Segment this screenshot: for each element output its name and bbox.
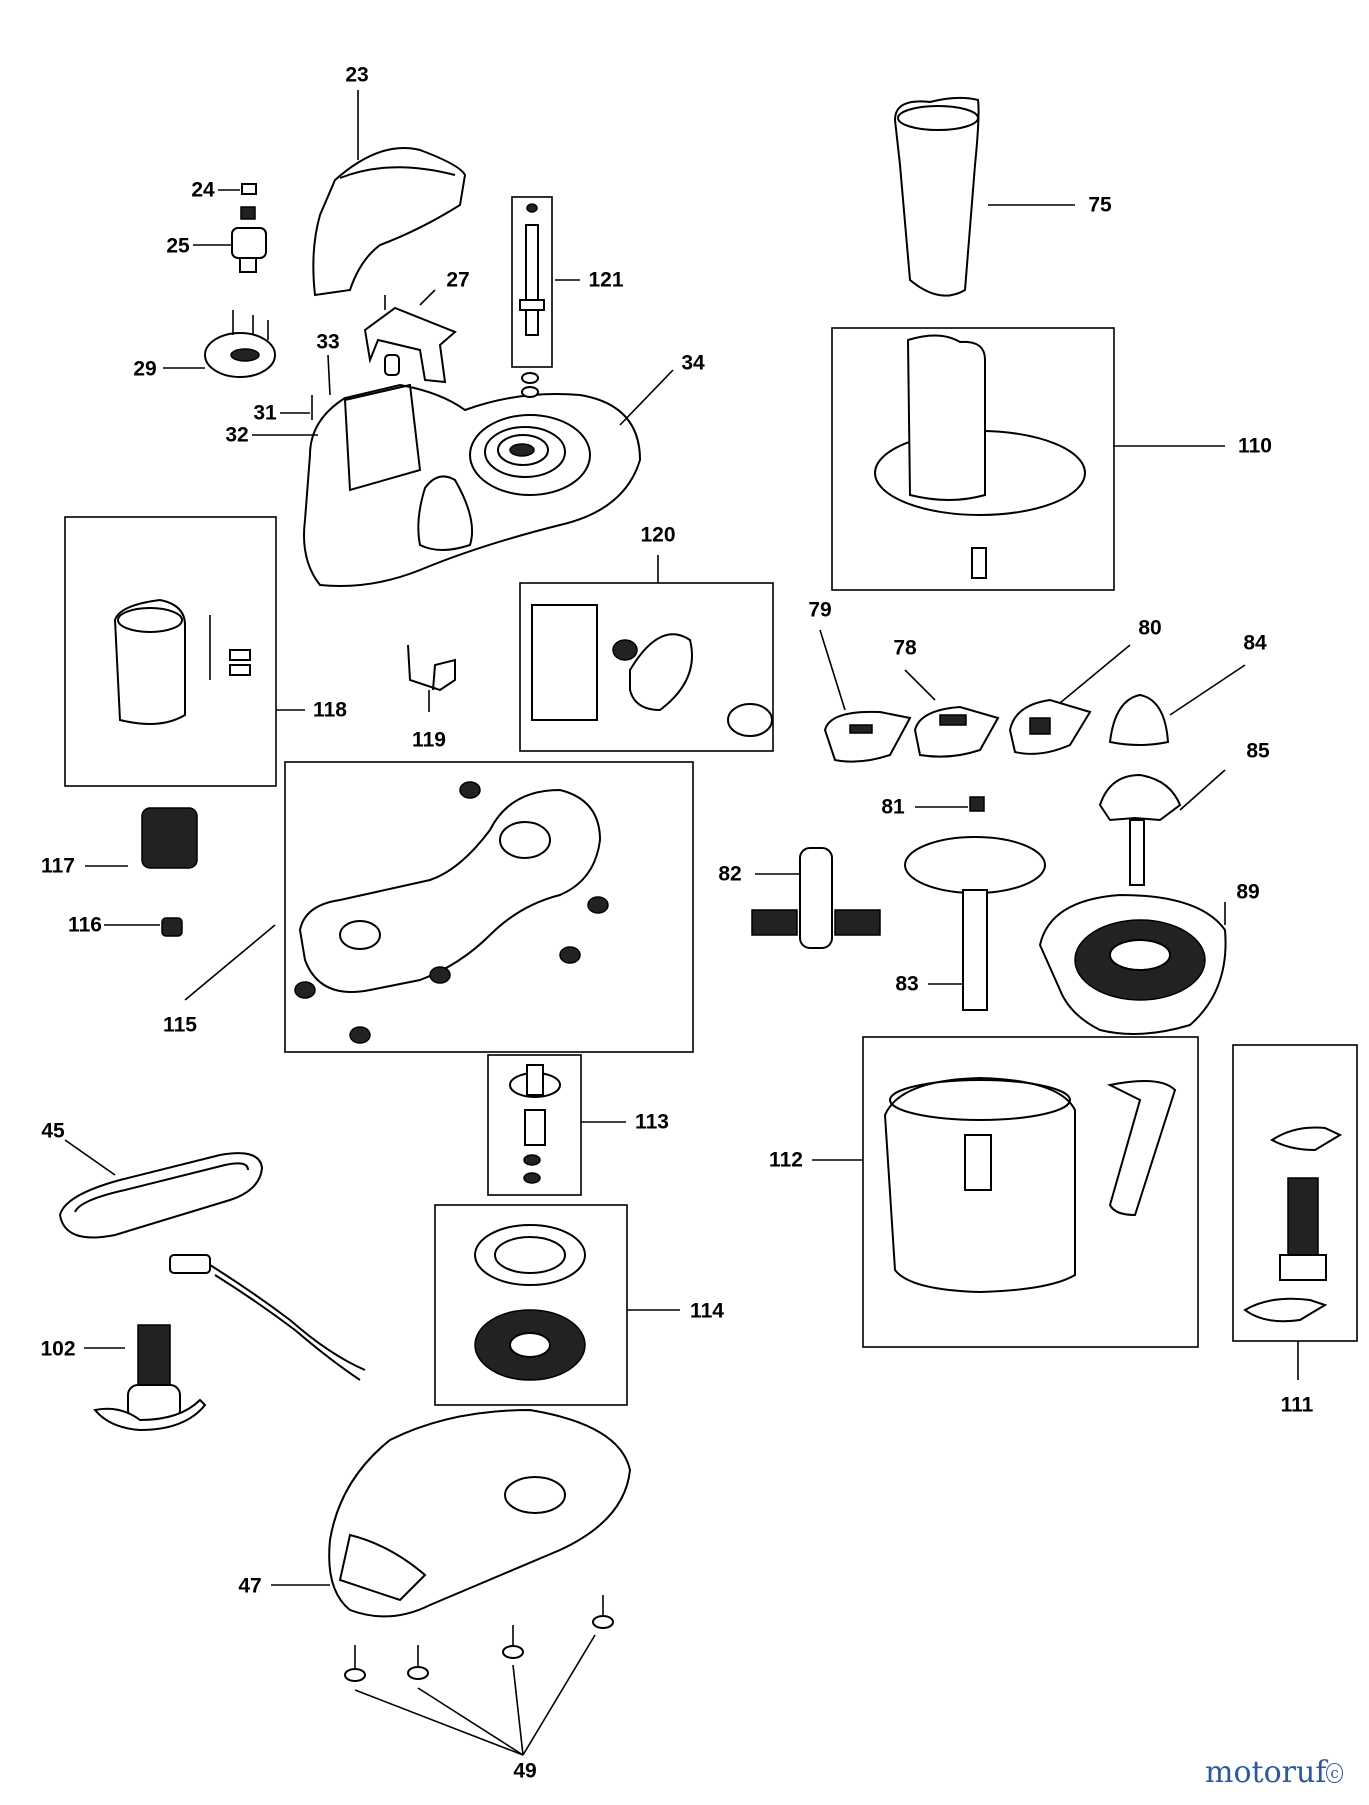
label-85: 85 bbox=[1246, 739, 1270, 763]
label-78: 78 bbox=[893, 636, 917, 660]
part-47-base bbox=[328, 1408, 632, 1618]
part-24-nut bbox=[240, 183, 257, 220]
label-31: 31 bbox=[253, 401, 277, 425]
label-110: 110 bbox=[1238, 434, 1272, 458]
part-84-citrus-cone bbox=[1108, 693, 1170, 746]
part-80-disc bbox=[1008, 698, 1092, 755]
label-117: 117 bbox=[41, 854, 75, 878]
label-23: 23 bbox=[345, 63, 369, 87]
part-79-disc bbox=[823, 710, 912, 763]
label-120: 120 bbox=[640, 523, 676, 547]
label-34: 34 bbox=[681, 351, 705, 375]
label-29: 29 bbox=[133, 357, 157, 381]
part-85-citrus-cone bbox=[1098, 773, 1182, 886]
part-78-disc bbox=[913, 705, 1000, 758]
part-23-top-cover bbox=[312, 147, 467, 297]
label-33: 33 bbox=[316, 330, 340, 354]
label-81: 81 bbox=[881, 795, 905, 819]
label-27: 27 bbox=[446, 268, 470, 292]
label-118: 118 bbox=[313, 698, 347, 722]
part-121-shaft bbox=[511, 196, 553, 398]
label-83: 83 bbox=[895, 972, 919, 996]
part-116-bushing bbox=[161, 917, 183, 937]
label-82: 82 bbox=[718, 862, 742, 886]
part-117-stator bbox=[141, 807, 198, 869]
label-89: 89 bbox=[1236, 880, 1260, 904]
part-83-disc-holder bbox=[904, 836, 1046, 1011]
part-33-pin bbox=[384, 354, 400, 376]
label-32: 32 bbox=[225, 423, 249, 447]
label-49: 49 bbox=[513, 1759, 537, 1783]
label-75: 75 bbox=[1088, 193, 1112, 217]
part-81-nut bbox=[969, 796, 985, 812]
part-113-bearing-assembly bbox=[487, 1054, 582, 1196]
part-89-citrus-bowl bbox=[1038, 893, 1227, 1035]
part-118-motor bbox=[64, 516, 277, 787]
part-119-clip bbox=[407, 644, 456, 692]
part-111-blade-assembly bbox=[1232, 1044, 1358, 1342]
label-115: 115 bbox=[163, 1013, 197, 1037]
part-49-feet bbox=[344, 1595, 614, 1682]
label-47: 47 bbox=[238, 1574, 262, 1598]
label-121: 121 bbox=[588, 268, 624, 292]
label-45: 45 bbox=[41, 1119, 65, 1143]
part-112-bowl bbox=[862, 1036, 1199, 1348]
label-116: 116 bbox=[68, 913, 102, 937]
leader-lines bbox=[64, 90, 1299, 1756]
part-34-motor-housing bbox=[303, 383, 642, 587]
label-102: 102 bbox=[40, 1337, 76, 1361]
power-cord bbox=[169, 1254, 366, 1381]
part-75-food-pusher bbox=[893, 96, 980, 297]
label-111: 111 bbox=[1280, 1393, 1314, 1417]
label-24: 24 bbox=[191, 178, 215, 202]
part-82-dough-tool bbox=[751, 847, 881, 949]
part-110-lid bbox=[831, 327, 1115, 591]
watermark-mark: c bbox=[1326, 1763, 1343, 1783]
label-80: 80 bbox=[1138, 616, 1162, 640]
part-45-drive-belt bbox=[58, 1152, 264, 1239]
part-114-gear-assembly bbox=[434, 1204, 628, 1406]
part-115-gear-plate bbox=[284, 761, 694, 1053]
label-113: 113 bbox=[635, 1110, 669, 1134]
label-112: 112 bbox=[769, 1148, 803, 1172]
part-25-coupling bbox=[231, 227, 267, 273]
part-27-bracket bbox=[363, 295, 457, 384]
label-84: 84 bbox=[1243, 631, 1267, 655]
label-119: 119 bbox=[412, 728, 446, 752]
part-29-plate bbox=[204, 310, 276, 378]
label-25: 25 bbox=[166, 234, 190, 258]
label-79: 79 bbox=[808, 598, 832, 622]
label-114: 114 bbox=[690, 1299, 724, 1323]
watermark-text: motoruf bbox=[1205, 1755, 1327, 1790]
part-102-chopping-blade bbox=[93, 1324, 207, 1432]
part-120-switch-assembly bbox=[519, 582, 774, 752]
